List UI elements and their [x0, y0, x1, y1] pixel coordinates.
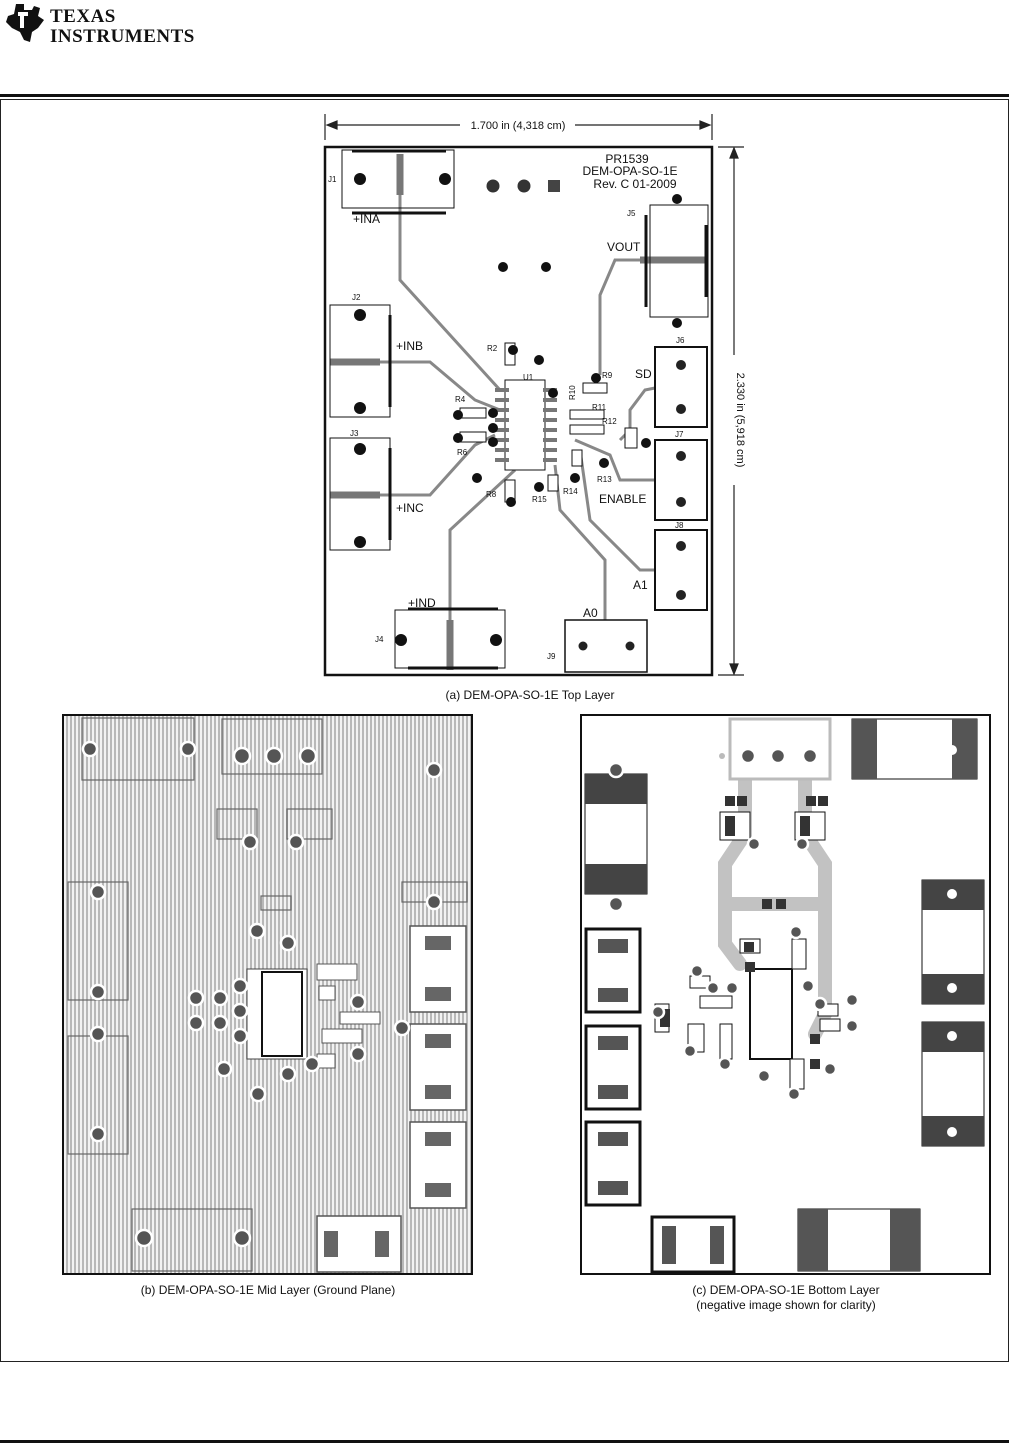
caption-bottom-layer: (c) DEM-OPA-SO-1E Bottom Layer (negative…: [580, 1283, 992, 1313]
label-ina: +INA: [353, 212, 380, 226]
label-enable: ENABLE: [599, 492, 646, 506]
label-a1: A1: [633, 578, 648, 592]
label-inb: +INB: [396, 339, 423, 353]
label-r15: R15: [532, 495, 547, 504]
board-id-line1: PR1539: [605, 152, 649, 166]
logo-text-instruments: INSTRUMENTS: [50, 26, 195, 47]
label-a0: A0: [583, 606, 598, 620]
header-rule: [0, 94, 1009, 97]
ti-logo: TEXAS INSTRUMENTS: [0, 0, 200, 50]
label-r8: R8: [486, 490, 497, 499]
label-vout: VOUT: [607, 240, 641, 254]
label-j1: J1: [328, 175, 337, 184]
board-id-line3: Rev. C 01-2009: [593, 177, 676, 191]
label-r11: R11: [592, 403, 607, 412]
label-r4: R4: [455, 395, 466, 404]
label-inc: +INC: [396, 501, 424, 515]
label-ind: +IND: [408, 596, 436, 610]
footer-rule: [0, 1440, 1009, 1443]
height-dimension: 2.330 in (5,918 cm): [734, 373, 746, 468]
caption-top-layer: (a) DEM-OPA-SO-1E Top Layer: [445, 688, 615, 702]
bottom-layer-figure: [580, 714, 991, 1275]
label-j7: J7: [675, 430, 684, 439]
label-j2: J2: [352, 293, 361, 302]
label-j4: J4: [375, 635, 384, 644]
label-r12: R12: [602, 417, 617, 426]
caption-bottom-line2: (negative image shown for clarity): [696, 1298, 876, 1312]
label-u1: U1: [523, 373, 534, 382]
label-r6: R6: [457, 448, 468, 457]
mid-layer-figure: [62, 714, 473, 1275]
ti-logo-icon: [6, 4, 44, 42]
logo-text-texas: TEXAS: [50, 6, 116, 27]
label-r2: R2: [487, 344, 498, 353]
board-id-line2: DEM-OPA-SO-1E: [582, 164, 677, 178]
label-j3: J3: [350, 429, 359, 438]
label-r14: R14: [563, 487, 578, 496]
label-j9: J9: [547, 652, 556, 661]
label-j6: J6: [676, 336, 685, 345]
caption-bottom-line1: (c) DEM-OPA-SO-1E Bottom Layer: [692, 1283, 880, 1297]
label-j5: J5: [627, 209, 636, 218]
label-r9: R9: [602, 371, 613, 380]
label-r13: R13: [597, 475, 612, 484]
caption-mid-layer: (b) DEM-OPA-SO-1E Mid Layer (Ground Plan…: [140, 1283, 396, 1297]
width-dimension: 1.700 in (4,318 cm): [471, 120, 566, 132]
label-r10: R10: [568, 385, 577, 400]
label-sd: SD: [635, 367, 652, 381]
label-j8: J8: [675, 521, 684, 530]
top-layer-figure: 1.700 in (4,318 cm) 2.330 in (5,918 cm): [323, 114, 746, 677]
